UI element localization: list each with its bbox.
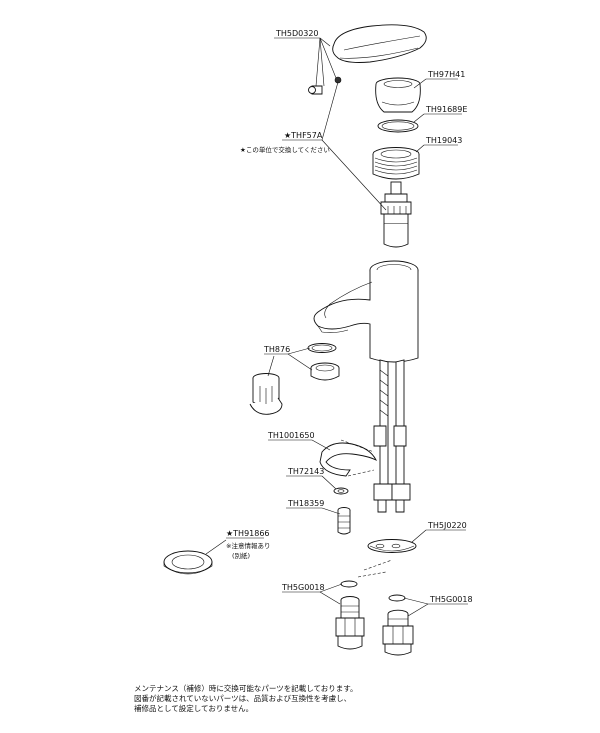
label-gasket-note-1: ※注意情報あり [226, 541, 270, 550]
maintenance-note: メンテナンス（補修）時に交換可能なパーツを記載しております。 図番が記載されてい… [134, 684, 574, 714]
label-bolt: TH18359 [287, 499, 324, 508]
faucet-body [313, 260, 419, 363]
lever-screw [308, 76, 342, 95]
label-cover: TH97H41 [427, 70, 465, 79]
label-washer: TH72143 [287, 467, 324, 476]
assembly-guide-lines [340, 439, 393, 578]
label-lever: TH5D0320 [275, 29, 319, 38]
label-aerator: TH876 [263, 345, 290, 354]
note-line-2: 図番が記載されていないパーツは、品質および互換性を考慮し、 [134, 694, 352, 703]
nut-part [372, 147, 420, 180]
label-gasket-note-2: (別紙) [232, 551, 250, 560]
label-cartridge-note: ★この単位で交換してください [240, 145, 330, 154]
leader-lines [205, 37, 468, 617]
label-o-ring: TH91689E [425, 105, 467, 114]
o-ring-part [377, 119, 419, 133]
lever-handle [332, 24, 427, 63]
label-clip: TH1001650 [267, 431, 315, 440]
cover-part [375, 77, 421, 113]
aerator-parts [307, 343, 340, 381]
fitting-right-part [382, 594, 414, 656]
washer-part [333, 487, 349, 495]
gasket-part [163, 550, 213, 575]
fitting-left-part [335, 580, 365, 650]
plate-part [367, 539, 417, 553]
label-fitting-left: TH5G0018 [281, 583, 325, 592]
label-fitting-right: TH5G0018 [429, 595, 473, 604]
aerator-tool [249, 373, 283, 415]
clip-part [319, 442, 378, 477]
label-cartridge: ★THF57A [284, 131, 323, 140]
note-line-1: メンテナンス（補修）時に交換可能なパーツを記載しております。 [134, 684, 358, 693]
label-plate: TH5J0220 [427, 521, 467, 530]
label-gasket: ★TH91866 [226, 529, 270, 538]
label-nut: TH19043 [425, 136, 462, 145]
note-line-3: 補修品として設定しておりません。 [134, 704, 254, 713]
bolt-part [337, 507, 351, 535]
supply-hoses [373, 359, 411, 513]
cartridge-part [380, 181, 412, 248]
